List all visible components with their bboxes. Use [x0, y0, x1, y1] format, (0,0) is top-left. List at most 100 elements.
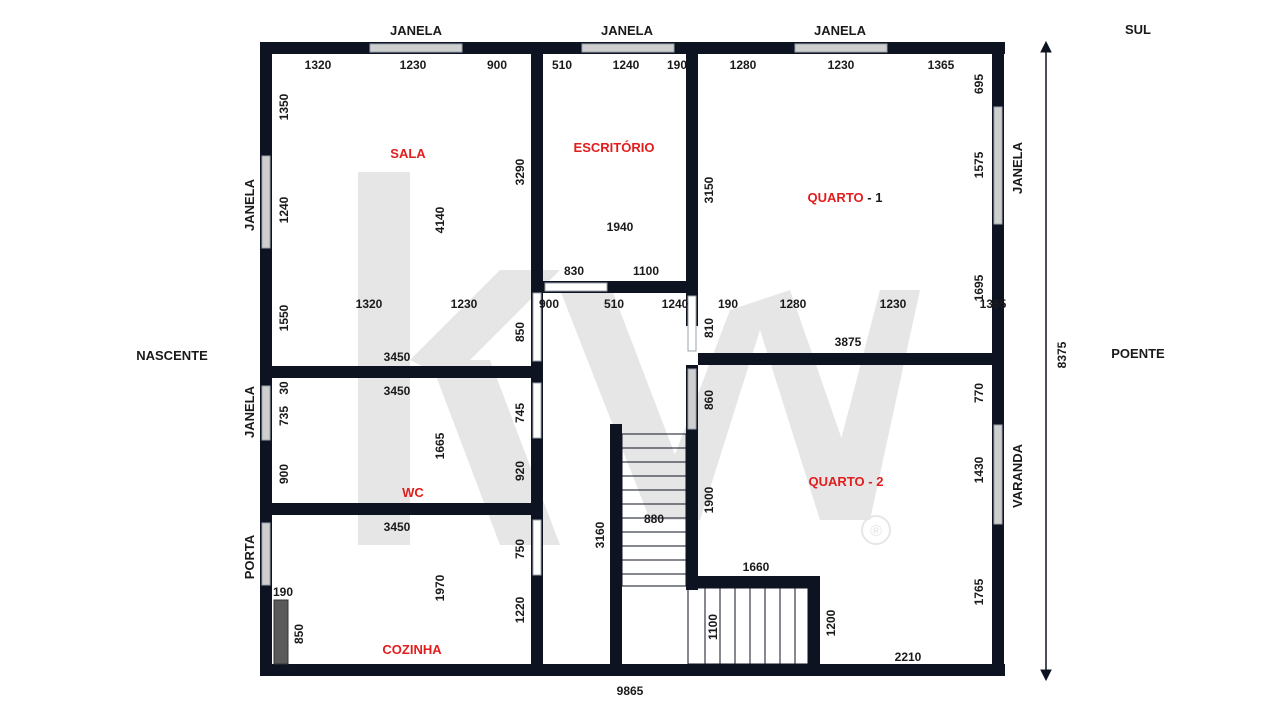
dim-stairs-lower: 1100 [706, 614, 720, 640]
dim-quarto1-mid-b: 1280 [780, 297, 807, 311]
room-quarto1-name: QUARTO [808, 190, 864, 205]
door-cozinha [532, 519, 542, 576]
window-top-1 [369, 43, 463, 53]
window-left-sala [261, 155, 271, 249]
dim-sala-mid-b: 1230 [451, 297, 478, 311]
dim-escritorio-bottom-a: 830 [564, 264, 584, 278]
dim-sala-height: 4140 [433, 206, 447, 233]
dim-escritorio-top-b: 1240 [613, 58, 640, 72]
dim-wc-right-b: 920 [513, 461, 527, 481]
room-wc: WC [402, 485, 424, 500]
height-arrow [1040, 40, 1052, 682]
wall-wc-cozinha [272, 503, 543, 515]
dim-cozinha-right-b: 1220 [513, 596, 527, 623]
dim-escritorio-below-a: 900 [539, 297, 559, 311]
dim-quarto2-right-c: 1765 [972, 578, 986, 605]
door-left-cozinha [261, 522, 271, 586]
label-balcony-right: VARANDA [1010, 443, 1025, 508]
dim-escritorio-width: 1940 [607, 220, 634, 234]
window-top-2 [581, 43, 675, 53]
staircase [621, 433, 809, 665]
wall-bottom [260, 664, 1005, 676]
dim-stairs-height: 3160 [593, 521, 607, 548]
dim-cozinha-right-a: 750 [513, 539, 527, 559]
dim-overall-width: 9865 [617, 684, 644, 698]
dim-quarto1-left-low: 810 [702, 318, 716, 338]
door-sala [532, 292, 542, 362]
dim-escritorio-top-a: 510 [552, 58, 572, 72]
door-quarto1 [687, 295, 697, 352]
door-escritorio [544, 282, 608, 292]
dim-quarto1-top-c: 1365 [928, 58, 955, 72]
window-left-wc [261, 385, 271, 441]
direction-west: POENTE [1111, 346, 1165, 361]
door-quarto2 [687, 368, 697, 430]
dim-quarto2-stub-side: 1200 [824, 609, 838, 636]
dim-sala-right: 3290 [513, 158, 527, 185]
dim-quarto1-top-a: 1280 [730, 58, 757, 72]
dim-sala-left-b: 1240 [277, 196, 291, 223]
dim-wc-left-c: 900 [277, 464, 291, 484]
dim-sala-top-a: 1320 [305, 58, 332, 72]
dim-quarto2-right-b: 1430 [972, 456, 986, 483]
dim-sala-mid-a: 1320 [356, 297, 383, 311]
dim-quarto2-bottom: 2210 [895, 650, 922, 664]
dim-cozinha-top: 3450 [384, 520, 411, 534]
dim-sala-left-a: 1350 [277, 93, 291, 120]
dim-wc-height: 1665 [433, 432, 447, 459]
wall-sala-wc [272, 366, 543, 378]
dim-escritorio-top-c: 190 [667, 58, 687, 72]
label-window-right: JANELA [1010, 141, 1025, 194]
dim-overall-height: 8375 [1055, 341, 1069, 368]
dim-stairs-width: 880 [644, 512, 664, 526]
wall-quarto1-quarto2 [698, 353, 992, 365]
window-right-quarto1 [993, 106, 1003, 225]
label-window-left-1: JANELA [242, 178, 257, 231]
registered-mark: ® [870, 523, 882, 540]
dim-quarto2-left-b: 1900 [702, 486, 716, 513]
dim-cozinha-height: 1970 [433, 574, 447, 601]
window-top-3 [794, 43, 888, 53]
dim-escritorio-bottom-b: 1100 [633, 264, 659, 278]
label-window-top-3: JANELA [814, 23, 867, 38]
dim-quarto1-right-b: 1575 [972, 151, 986, 178]
kitchen-counter [273, 599, 289, 665]
dim-quarto1-mid-a: 190 [718, 297, 738, 311]
label-window-top-2: JANELA [601, 23, 654, 38]
door-wc [532, 382, 542, 439]
dim-quarto1-left: 3150 [702, 176, 716, 203]
label-window-top-1: JANELA [390, 23, 443, 38]
dim-wc-right-a: 745 [513, 403, 527, 423]
room-quarto1-suffix: - 1 [864, 190, 883, 205]
dim-quarto1-mid-d: 1365 [980, 297, 1007, 311]
dim-quarto1-mid-c: 1230 [880, 297, 907, 311]
room-quarto1: QUARTO - 1 [808, 190, 883, 205]
dim-quarto1-top-b: 1230 [828, 58, 855, 72]
dim-cozinha-counter-w: 190 [273, 585, 293, 599]
dim-sala-bottom: 3450 [384, 350, 411, 364]
dim-quarto1-bottom: 3875 [835, 335, 862, 349]
dim-wc-left-b: 735 [277, 406, 291, 426]
direction-south: SUL [1125, 22, 1151, 37]
dim-quarto1-right-a: 695 [972, 74, 986, 94]
wall-quarto2-stub-side [808, 576, 820, 676]
dim-cozinha-counter-h: 850 [292, 624, 306, 644]
room-escritorio: ESCRITÓRIO [574, 140, 655, 155]
dim-quarto1-right-c: 1695 [972, 274, 986, 301]
label-window-left-2: JANELA [242, 385, 257, 438]
room-sala: SALA [390, 146, 426, 161]
dim-escritorio-below-b: 510 [604, 297, 624, 311]
dim-sala-top-b: 1230 [400, 58, 427, 72]
direction-east: NASCENTE [136, 348, 208, 363]
balcony-right-quarto2 [993, 424, 1003, 525]
dim-quarto2-stub: 1660 [743, 560, 770, 574]
wall-sala-escritorio [531, 54, 543, 366]
room-cozinha: COZINHA [382, 642, 442, 657]
dim-escritorio-below-c: 1240 [662, 297, 689, 311]
dim-quarto2-right-a: 770 [972, 383, 986, 403]
openings [261, 43, 1003, 665]
wall-stairs-left [610, 424, 622, 676]
dim-wc-left-a: 30 [277, 381, 291, 395]
label-door-left: PORTA [242, 534, 257, 579]
